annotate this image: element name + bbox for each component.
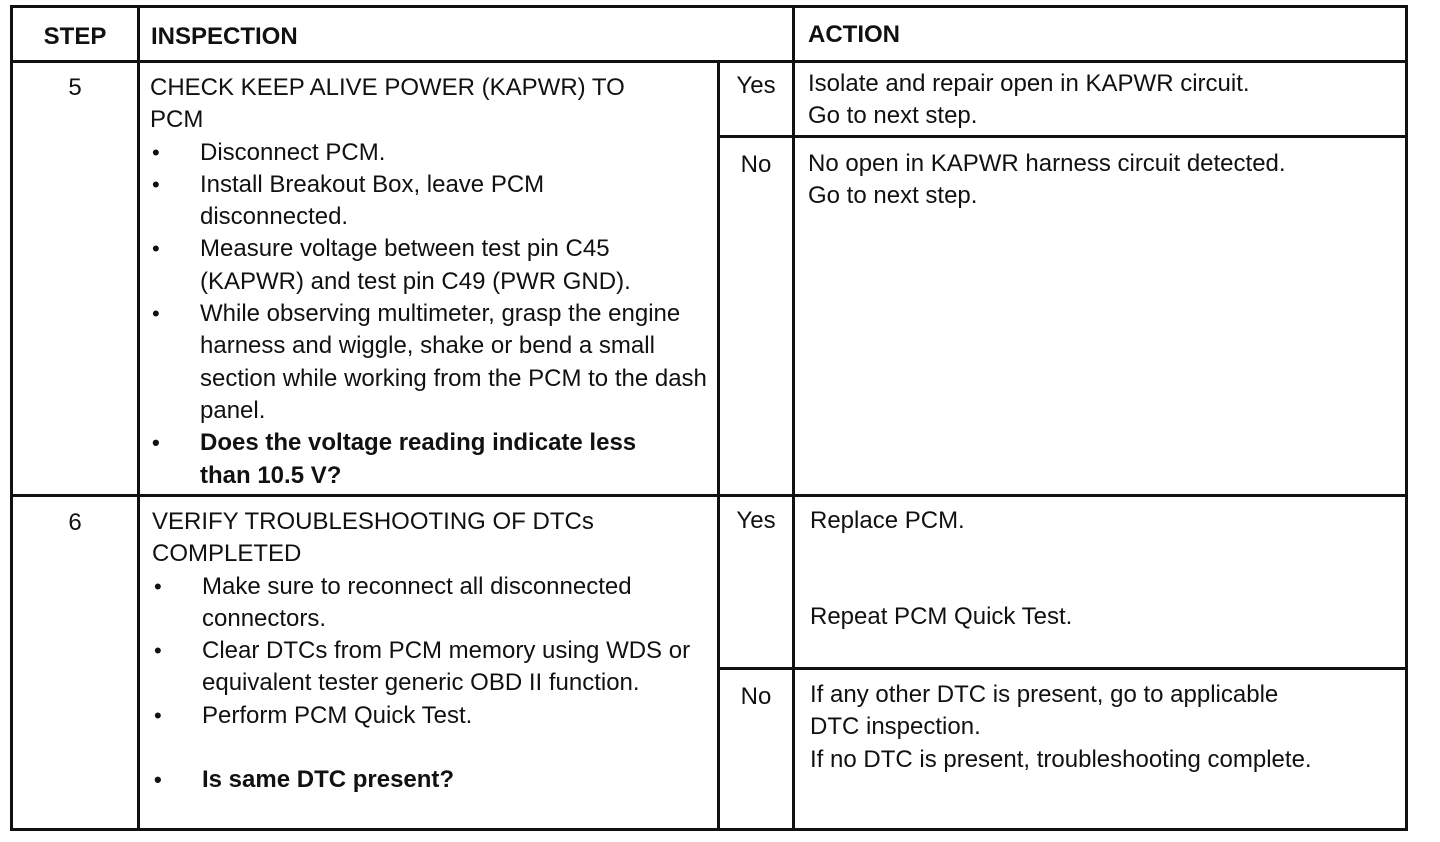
answer-column-divider	[717, 60, 720, 828]
inspection-step: Install Breakout Box, leave PCM disconne…	[150, 169, 620, 234]
inspection-question: Does the voltage reading indicate less t…	[150, 427, 670, 492]
inspection-step: Make sure to reconnect all disconnected …	[152, 571, 722, 636]
inspection-steps: Disconnect PCM. Install Breakout Box, le…	[150, 137, 710, 492]
header-inspection: INSPECTION	[151, 23, 298, 50]
row6-yes-no-divider	[717, 667, 1405, 670]
no-label: No	[740, 151, 772, 178]
row5-yes-no-divider	[717, 135, 1405, 138]
inspection-title: CHECK KEEP ALIVE POWER (KAPWR) TO	[150, 74, 625, 101]
no-action: No open in KAPWR harness circuit detecte…	[808, 148, 1398, 213]
action-column-divider	[792, 8, 795, 828]
inspection-cell: CHECK KEEP ALIVE POWER (KAPWR) TO PCM Di…	[150, 72, 710, 492]
no-label: No	[740, 683, 772, 710]
inspection-step: Clear DTCs from PCM memory using WDS or …	[152, 635, 692, 700]
action-line: DTC inspection.	[810, 713, 981, 741]
inspection-step: Measure voltage between test pin C45 (KA…	[150, 233, 720, 298]
action-line: No open in KAPWR harness circuit detecte…	[808, 150, 1286, 177]
inspection-title: PCM	[150, 106, 204, 134]
action-line: If any other DTC is present, go to appli…	[810, 681, 1279, 708]
action-line: If no DTC is present, troubleshooting co…	[810, 745, 1312, 773]
header-step: STEP	[43, 23, 107, 50]
inspection-step: Perform PCM Quick Test.	[152, 700, 712, 733]
step-number: 6	[68, 509, 82, 536]
step-column-divider	[137, 8, 140, 828]
yes-action: Isolate and repair open in KAPWR circuit…	[808, 68, 1398, 133]
yes-action: Replace PCM. Repeat PCM Quick Test.	[810, 505, 1400, 634]
action-line: Go to next step.	[808, 182, 978, 210]
header-divider	[13, 60, 1405, 63]
yes-label: Yes	[736, 72, 776, 99]
action-line: Replace PCM.	[810, 507, 965, 534]
row-divider	[13, 494, 1405, 497]
inspection-steps: Make sure to reconnect all disconnected …	[152, 571, 712, 797]
yes-label: Yes	[736, 507, 776, 534]
action-line: Repeat PCM Quick Test.	[810, 603, 1073, 631]
inspection-title: COMPLETED	[152, 540, 302, 568]
inspection-table: STEP INSPECTION ACTION 5 CHECK KEEP ALIV…	[10, 5, 1408, 831]
action-line: Isolate and repair open in KAPWR circuit…	[808, 70, 1250, 97]
inspection-step: While observing multimeter, grasp the en…	[150, 298, 715, 427]
no-action: If any other DTC is present, go to appli…	[810, 679, 1400, 776]
header-action: ACTION	[808, 21, 900, 48]
step-number: 5	[68, 74, 82, 101]
inspection-cell: VERIFY TROUBLESHOOTING OF DTCs COMPLETED…	[152, 506, 712, 797]
inspection-question: Is same DTC present?	[152, 764, 712, 797]
inspection-title: VERIFY TROUBLESHOOTING OF DTCs	[152, 508, 594, 535]
inspection-step: Disconnect PCM.	[150, 137, 710, 170]
action-line: Go to next step.	[808, 102, 978, 130]
